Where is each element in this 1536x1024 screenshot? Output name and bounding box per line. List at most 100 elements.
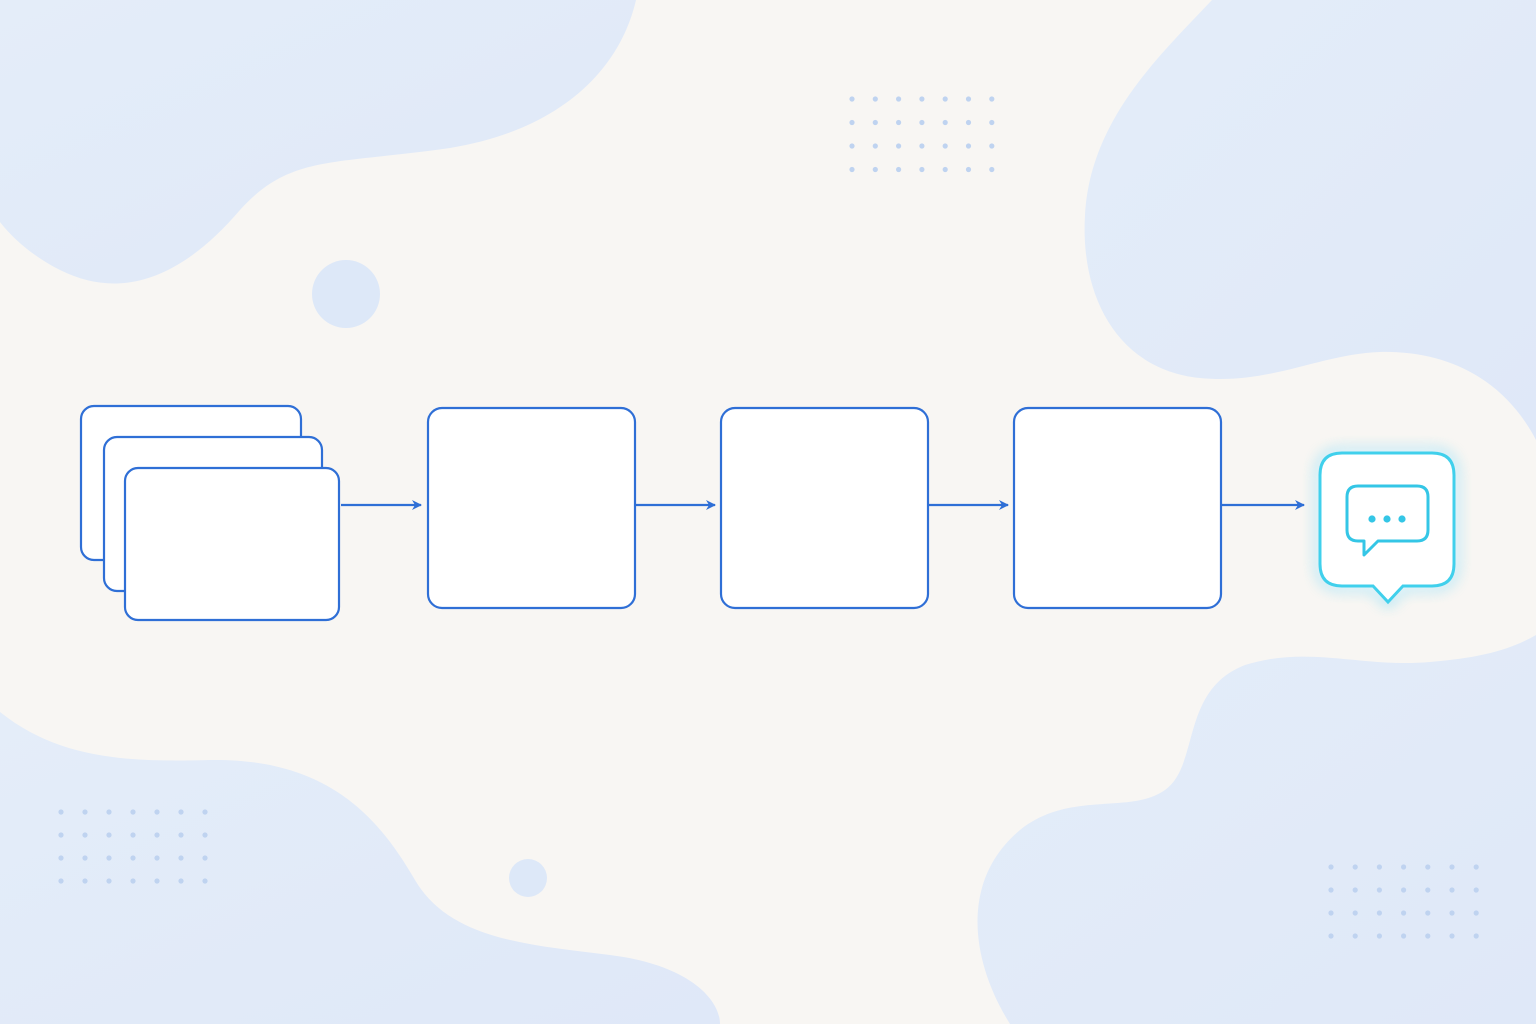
- dot-grids: [58, 96, 1479, 939]
- grid-dot: [896, 96, 902, 102]
- stage-input-stack[interactable]: [79, 404, 341, 622]
- grid-dot: [106, 832, 112, 838]
- grid-dot: [1401, 887, 1407, 893]
- grid-dot: [1376, 864, 1382, 870]
- grid-dot: [82, 878, 88, 884]
- grid-dot: [965, 96, 972, 102]
- grid-dot: [849, 166, 855, 173]
- grid-dot: [1328, 864, 1334, 870]
- grid-dot: [178, 878, 184, 884]
- grid-dot: [130, 809, 136, 815]
- grid-dot: [1473, 864, 1479, 870]
- grid-dot: [1352, 887, 1358, 893]
- grid-dot: [942, 96, 948, 102]
- blob-bottom-left: [0, 712, 720, 1024]
- grid-dot: [202, 809, 208, 815]
- grid-dot: [989, 119, 995, 126]
- dot-grid-bottom-left: [58, 809, 208, 884]
- grid-dot: [989, 143, 995, 149]
- grid-dot: [154, 855, 160, 861]
- grid-dot: [942, 143, 948, 149]
- grid-dot: [202, 832, 208, 838]
- dot-grid-top: [849, 96, 995, 173]
- grid-dot: [896, 143, 902, 149]
- grid-dot: [872, 166, 878, 173]
- grid-dot: [1401, 864, 1407, 870]
- blob-top-left: [0, 0, 636, 284]
- grid-dot: [896, 166, 902, 173]
- grid-dot: [178, 855, 184, 861]
- grid-dot: [1401, 910, 1407, 916]
- grid-dot: [82, 809, 88, 815]
- grid-dot: [58, 809, 64, 815]
- grid-dot: [1425, 910, 1431, 916]
- grid-dot: [896, 119, 902, 126]
- stage-box-1[interactable]: [426, 406, 637, 610]
- grid-dot: [919, 119, 925, 126]
- grid-dot: [106, 878, 112, 884]
- grid-dot: [919, 166, 925, 173]
- grid-dot: [849, 119, 855, 126]
- grid-dot: [106, 855, 112, 861]
- grid-dot: [1328, 910, 1334, 916]
- grid-dot: [58, 832, 64, 838]
- grid-dot: [919, 143, 925, 149]
- grid-dot: [1401, 933, 1407, 939]
- grid-dot: [58, 855, 64, 861]
- grid-dot: [1352, 910, 1358, 916]
- grid-dot: [965, 166, 972, 173]
- grid-dot: [1376, 933, 1382, 939]
- grid-dot: [1473, 933, 1479, 939]
- grid-dot: [130, 878, 136, 884]
- grid-dot: [58, 878, 64, 884]
- blob-bottom-right: [977, 635, 1536, 1024]
- grid-dot: [154, 832, 160, 838]
- grid-dot: [1328, 887, 1334, 893]
- grid-dot: [202, 855, 208, 861]
- grid-dot: [1473, 887, 1479, 893]
- decor-circle-small: [509, 859, 547, 897]
- grid-dot: [130, 855, 136, 861]
- grid-dot: [82, 855, 88, 861]
- stack-card-front: [123, 466, 341, 622]
- stage-box-3[interactable]: [1012, 406, 1223, 610]
- grid-dot: [130, 832, 136, 838]
- blob-top-right: [1084, 0, 1536, 440]
- grid-dot: [942, 166, 948, 173]
- grid-dot: [965, 143, 972, 149]
- stage-box-2[interactable]: [719, 406, 930, 610]
- grid-dot: [1425, 933, 1431, 939]
- grid-dot: [154, 878, 160, 884]
- grid-dot: [154, 809, 160, 815]
- decor-circle-large: [312, 260, 380, 328]
- grid-dot: [919, 96, 925, 102]
- grid-dot: [1352, 864, 1358, 870]
- grid-dot: [872, 143, 878, 149]
- grid-dot: [849, 96, 855, 102]
- grid-dot: [1376, 887, 1382, 893]
- grid-dot: [1473, 910, 1479, 916]
- grid-dot: [1328, 933, 1334, 939]
- grid-dot: [1449, 887, 1455, 893]
- grid-dot: [1352, 933, 1358, 939]
- grid-dot: [106, 809, 112, 815]
- grid-dot: [849, 143, 855, 149]
- grid-dot: [965, 119, 972, 126]
- grid-dot: [1449, 933, 1455, 939]
- grid-dot: [989, 96, 995, 102]
- grid-dot: [178, 832, 184, 838]
- grid-dot: [1449, 864, 1455, 870]
- chat-bubble-icon: [1345, 484, 1430, 557]
- grid-dot: [942, 119, 948, 126]
- grid-dot: [989, 166, 995, 173]
- grid-dot: [1425, 887, 1431, 893]
- grid-dot: [178, 809, 184, 815]
- grid-dot: [1449, 910, 1455, 916]
- output-chat-node[interactable]: [1318, 451, 1456, 605]
- grid-dot: [1376, 910, 1382, 916]
- grid-dot: [872, 119, 878, 126]
- grid-dot: [82, 832, 88, 838]
